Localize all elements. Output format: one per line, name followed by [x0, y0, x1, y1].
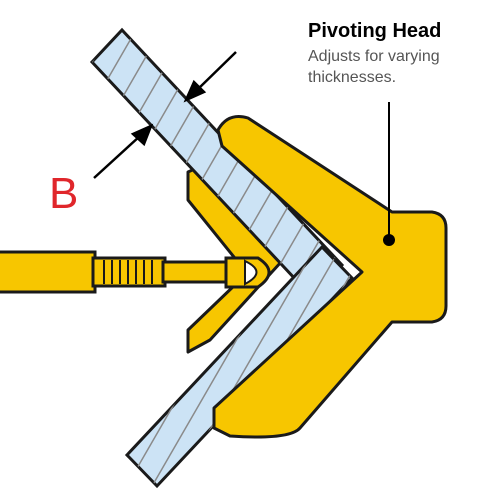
- dimension-label-b: B: [49, 169, 79, 218]
- rod-ball: [244, 259, 258, 286]
- callout-title: Pivoting Head: [308, 20, 442, 42]
- callout-dot: [383, 234, 395, 246]
- lower-board-hatch: [127, 247, 352, 486]
- callout-description: Adjusts for varying thicknesses.: [308, 48, 440, 86]
- dimension-arrows: [93, 51, 237, 179]
- upper-board-hatch: [92, 30, 342, 297]
- handle-bar: [0, 250, 97, 294]
- pivoting-head: [212, 115, 448, 439]
- rod-threads: [103, 260, 153, 284]
- rod-shaft: [161, 260, 230, 284]
